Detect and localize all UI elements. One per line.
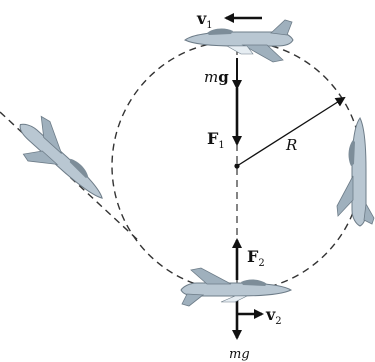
entry-path-line (0, 111, 141, 243)
v1-label-sub: 1 (206, 20, 212, 31)
v1-label: v1 (196, 9, 213, 31)
f2-label: F2 (247, 247, 265, 269)
radius-label: R (285, 136, 297, 154)
mg-bottom-label: mg (229, 347, 250, 362)
f1-label-main: F (207, 129, 219, 148)
v2-label: v2 (265, 305, 282, 327)
mg-top-label-m: m (204, 68, 218, 86)
f1-label-sub: 1 (218, 140, 224, 151)
jet-left-icon (19, 115, 103, 199)
jet-bottom-icon (180, 267, 293, 307)
v1-label-main: v (196, 9, 207, 28)
v2-label-sub: 2 (275, 316, 281, 327)
mg-top-label-g: g (218, 68, 229, 86)
radius-line (236, 96, 346, 167)
jet-top-icon (184, 19, 294, 63)
mg-top-label: mg (204, 68, 229, 86)
f2-label-sub: 2 (258, 258, 264, 269)
jet-right-icon (336, 117, 375, 227)
f1-label: F1 (207, 129, 225, 151)
v2-label-main: v (265, 305, 276, 324)
f2-label-main: F (247, 247, 259, 266)
